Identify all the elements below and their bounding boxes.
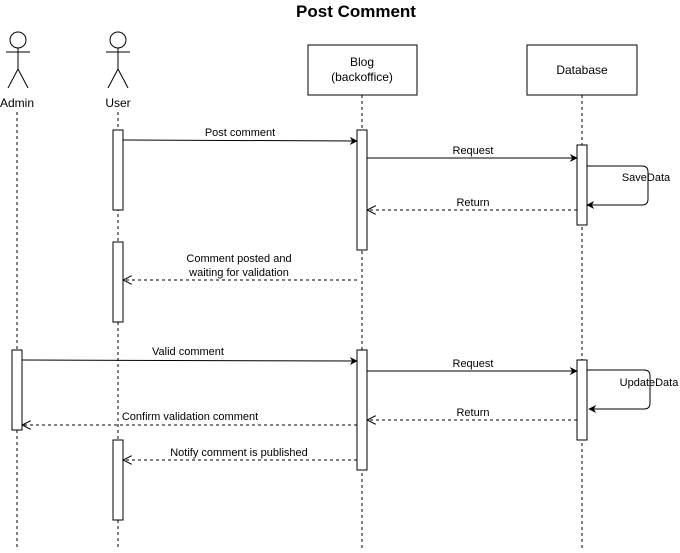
blog-activation-1 — [356, 129, 368, 251]
admin-activation-1 — [11, 349, 23, 431]
blog-label-line1: Blog — [350, 55, 374, 69]
label-post-comment: Post comment — [205, 127, 275, 139]
label-return-2: Return — [456, 407, 489, 419]
user-label: User — [105, 96, 130, 110]
msg-post-comment — [122, 136, 358, 145]
database-label: Database — [556, 63, 608, 77]
msg-save-data — [586, 165, 649, 209]
blog-activation-2 — [356, 349, 368, 471]
msg-valid-comment — [21, 356, 358, 365]
user-activation-1 — [112, 129, 124, 211]
label-request-1: Request — [453, 145, 494, 157]
admin-head-icon — [9, 31, 27, 49]
admin-label: Admin — [0, 96, 34, 110]
label-save-data: SaveData — [622, 172, 671, 184]
user-activation-2 — [112, 241, 124, 323]
database-activation-1 — [576, 144, 588, 226]
user-actor — [106, 31, 130, 89]
label-notify-published: Notify comment is published — [170, 447, 308, 459]
label-valid-comment: Valid comment — [152, 346, 224, 358]
label-comment-posted-line1: Comment posted and — [186, 253, 291, 265]
user-head-icon — [109, 31, 127, 49]
label-confirm-validation: Confirm validation comment — [122, 411, 258, 423]
admin-actor — [6, 31, 30, 89]
label-return-1: Return — [456, 197, 489, 209]
label-update-data: UpdateData — [620, 377, 680, 389]
blog-label-line2: (backoffice) — [331, 70, 393, 84]
lifelines — [16, 95, 583, 550]
database-activation-2 — [576, 359, 588, 441]
msg-update-data — [587, 369, 651, 413]
user-activation-3 — [112, 439, 124, 521]
activation-bars — [11, 129, 588, 521]
label-request-2: Request — [453, 358, 494, 370]
diagram-title: Post Comment — [296, 2, 416, 21]
label-comment-posted-line2: waiting for validation — [188, 267, 289, 279]
blog-participant-box — [307, 44, 418, 96]
